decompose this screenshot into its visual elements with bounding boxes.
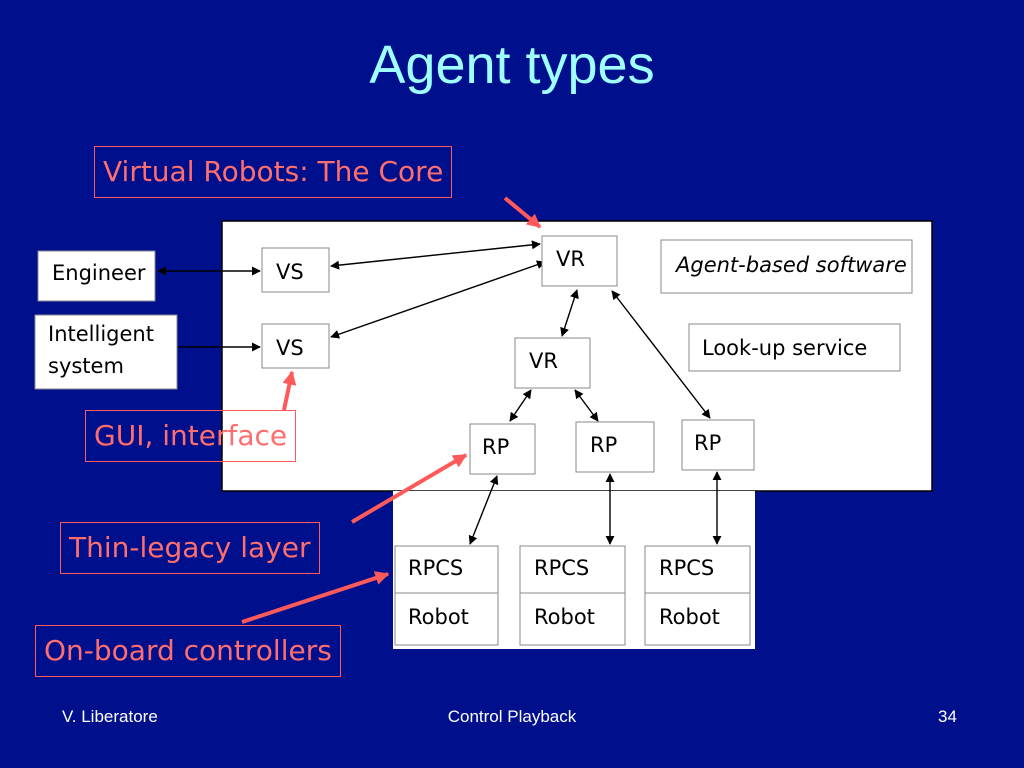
node-robot-3: Robot xyxy=(644,592,751,646)
node-vr-mid: VR xyxy=(514,337,591,389)
svg-text:RP: RP xyxy=(482,435,509,459)
node-vs-2: VS xyxy=(261,323,330,369)
svg-text:Agent-based software: Agent-based software xyxy=(674,253,907,277)
svg-text:Engineer: Engineer xyxy=(52,261,146,285)
callout-gui-interface: GUI, interface xyxy=(85,410,297,462)
connector-vs2-vr xyxy=(330,260,546,339)
pointer-gui xyxy=(282,370,297,411)
node-rpcs-3: RPCS xyxy=(644,545,751,594)
node-rp-3: RP xyxy=(681,419,755,471)
node-agent-based-software: Agent-based software xyxy=(660,239,913,294)
node-rp-1: RP xyxy=(469,423,536,475)
svg-text:Robot: Robot xyxy=(534,605,595,629)
svg-text:VS: VS xyxy=(276,336,304,360)
svg-text:VS: VS xyxy=(276,260,304,284)
svg-text:RPCS: RPCS xyxy=(534,556,589,580)
node-rp-2: RP xyxy=(575,421,655,473)
svg-text:RPCS: RPCS xyxy=(659,556,714,580)
svg-text:RP: RP xyxy=(694,431,721,455)
callout-thin-legacy-layer: Thin-legacy layer xyxy=(60,522,320,574)
svg-text:Look-up service: Look-up service xyxy=(702,336,867,360)
svg-text:VR: VR xyxy=(556,247,585,271)
svg-text:Intelligent: Intelligent xyxy=(48,322,154,346)
pointer-thin xyxy=(350,453,468,524)
svg-text:system: system xyxy=(48,354,124,378)
node-engineer: Engineer xyxy=(37,250,156,302)
node-vr-top: VR xyxy=(541,235,618,287)
svg-text:VR: VR xyxy=(529,349,558,373)
connectors xyxy=(157,240,722,545)
callout-on-board-controllers: On-board controllers xyxy=(35,625,341,677)
node-rpcs-2: RPCS xyxy=(519,545,626,594)
node-robot-1: Robot xyxy=(394,592,499,646)
footer-page-number: 34 xyxy=(938,707,957,726)
connector-vrmid-rp1 xyxy=(509,389,532,422)
svg-text:Robot: Robot xyxy=(659,605,720,629)
pointer-onboard xyxy=(241,571,390,624)
callout-virtual-robots-core: Virtual Robots: The Core xyxy=(94,146,453,198)
node-robot-2: Robot xyxy=(519,592,626,646)
callout-pointers xyxy=(241,196,542,624)
svg-text:RP: RP xyxy=(590,433,617,457)
node-vs-1: VS xyxy=(261,247,330,293)
connector-vr-rp3 xyxy=(611,290,711,419)
connector-vr-vrmid xyxy=(560,289,579,337)
connector-rp1-rpcs1 xyxy=(468,475,499,545)
svg-text:Robot: Robot xyxy=(408,605,469,629)
connector-vrmid-rp2 xyxy=(574,389,599,422)
footer-center-title: Control Playback xyxy=(447,707,577,726)
svg-text:RPCS: RPCS xyxy=(408,556,463,580)
slide-title: Agent types xyxy=(369,35,655,95)
node-intelligent-system: Intelligent system xyxy=(34,314,178,390)
footer-author: V. Liberatore xyxy=(62,707,158,726)
node-rpcs-1: RPCS xyxy=(394,545,499,594)
pointer-core xyxy=(503,196,542,229)
node-lookup-service: Look-up service xyxy=(688,323,901,372)
